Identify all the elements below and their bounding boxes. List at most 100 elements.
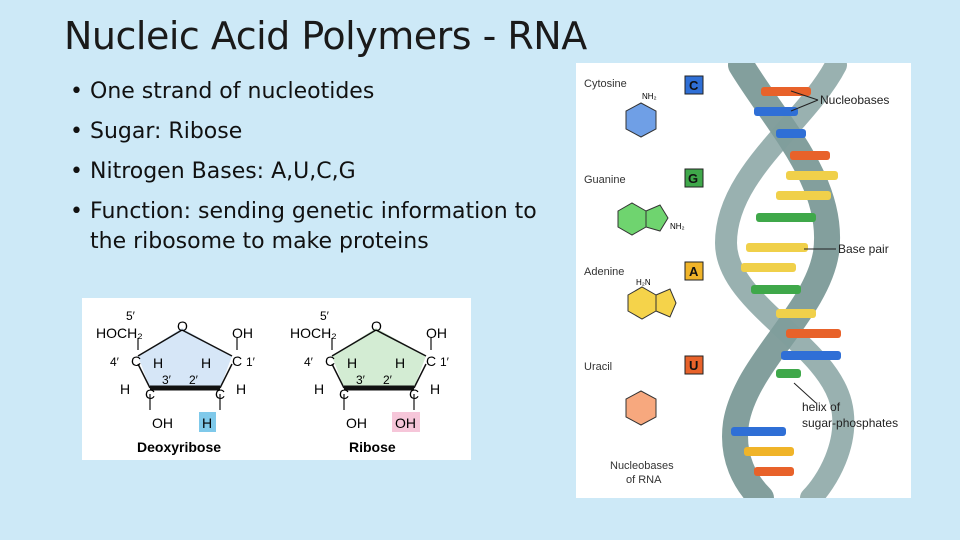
caption-line1: Nucleobases bbox=[610, 460, 674, 472]
ribose-bond bbox=[375, 329, 427, 357]
adenine-ring bbox=[627, 286, 657, 320]
helix-backbone bbox=[714, 54, 855, 509]
guanine-letter: G bbox=[688, 171, 698, 186]
ribose-c1-label: 1′ bbox=[440, 355, 450, 369]
deoxyribose-c2-label: 2′ bbox=[189, 373, 199, 387]
ribose-c2: C bbox=[409, 386, 419, 402]
helix-annotation-line2: sugar-phosphates bbox=[802, 416, 898, 430]
bullet-item: Function: sending genetic information to… bbox=[70, 197, 540, 257]
guanine-molecule: NH₂ bbox=[617, 202, 685, 236]
deoxyribose-bond bbox=[219, 363, 233, 389]
ribose-oh-top: OH bbox=[426, 325, 447, 341]
guanine-nh2: NH₂ bbox=[670, 222, 685, 231]
bullet-item: One strand of nucleotides bbox=[70, 77, 540, 107]
helix-rung bbox=[781, 351, 841, 360]
helix-rung bbox=[776, 191, 831, 200]
helix-rung bbox=[756, 213, 816, 222]
uracil-letter-box bbox=[684, 355, 704, 375]
deoxyribose-c4-label: 4′ bbox=[110, 355, 120, 369]
helix-rung bbox=[786, 171, 838, 180]
helix-base-rungs bbox=[731, 87, 841, 476]
adenine-ring bbox=[655, 288, 677, 318]
deoxyribose-h: H bbox=[236, 381, 246, 397]
adenine-nh2: H₂N bbox=[636, 278, 651, 287]
sugar-structures-svg: 5′ HOCH₂ O OH 4′ C C 1′ H H H H 3′ 2′ C … bbox=[96, 309, 450, 455]
ribose-c3: C bbox=[339, 386, 349, 402]
helix-rung bbox=[776, 129, 806, 138]
deoxyribose-bond bbox=[137, 329, 183, 357]
ribose-h: H bbox=[430, 381, 440, 397]
caption-line2: of RNA bbox=[626, 474, 662, 486]
ribose-highlight-box bbox=[392, 412, 420, 432]
ribose-ch2: HOCH₂ bbox=[290, 325, 337, 341]
uracil-ring bbox=[625, 390, 657, 426]
helix-rung bbox=[751, 285, 801, 294]
ribose-h: H bbox=[395, 355, 405, 371]
deoxyribose-oh-bottom: OH bbox=[152, 415, 173, 431]
deoxyribose-h: H bbox=[201, 355, 211, 371]
deoxyribose-c2: C bbox=[215, 386, 225, 402]
deoxyribose-h: H bbox=[153, 355, 163, 371]
deoxyribose-c3-label: 3′ bbox=[162, 373, 172, 387]
helix-rung bbox=[741, 263, 796, 272]
helix-rung bbox=[754, 467, 794, 476]
deoxyribose-structure: 5′ HOCH₂ O OH 4′ C C 1′ H H H H 3′ 2′ C … bbox=[96, 309, 256, 455]
helix-rung bbox=[731, 427, 786, 436]
uracil-label: Uracil bbox=[584, 361, 612, 373]
guanine-label: Guanine bbox=[584, 174, 626, 186]
cytosine-letter-box bbox=[684, 75, 704, 95]
ribose-structure: 5′ HOCH₂ O OH 4′ C C 1′ H H H H 3′ 2′ C … bbox=[290, 309, 450, 455]
guanine-ring bbox=[645, 204, 669, 232]
ribose-oh-bottom: OH bbox=[346, 415, 367, 431]
helix-rung bbox=[790, 151, 830, 160]
helix-rung bbox=[754, 107, 798, 116]
ribose-bond bbox=[331, 363, 345, 389]
guanine-letter-box bbox=[684, 168, 704, 188]
ribose-name: Ribose bbox=[349, 439, 396, 455]
cytosine-ring bbox=[625, 102, 657, 138]
annotation-pointer bbox=[790, 99, 819, 112]
ribose-c2-label: 2′ bbox=[383, 373, 393, 387]
deoxyribose-c1-label: 1′ bbox=[246, 355, 256, 369]
helix-rung bbox=[776, 309, 816, 318]
bullet-item: Sugar: Ribose bbox=[70, 117, 540, 147]
adenine-label: Adenine bbox=[584, 266, 624, 278]
annotation-pointer bbox=[793, 382, 817, 404]
deoxyribose-highlight: H bbox=[202, 415, 212, 431]
adenine-molecule: H₂N bbox=[627, 278, 677, 320]
helix-annotation-line1: helix of bbox=[802, 400, 841, 414]
ribose-h: H bbox=[314, 381, 324, 397]
sugar-structure-figure: 5′ HOCH₂ O OH 4′ C C 1′ H H H H 3′ 2′ C … bbox=[82, 298, 471, 460]
guanine-ring bbox=[617, 202, 647, 236]
deoxyribose-c4: C bbox=[131, 353, 141, 369]
ribose-c4: C bbox=[325, 353, 335, 369]
cytosine-molecule: NH₂ bbox=[625, 92, 657, 138]
cytosine-label: Cytosine bbox=[584, 78, 627, 90]
deoxyribose-name: Deoxyribose bbox=[137, 439, 221, 455]
deoxyribose-highlight-box bbox=[199, 412, 216, 432]
bullet-item: Nitrogen Bases: A,U,C,G bbox=[70, 157, 540, 187]
cytosine-letter: C bbox=[689, 78, 699, 93]
ribose-ring-o: O bbox=[371, 318, 382, 334]
nucleobases-annotation: Nucleobases bbox=[820, 93, 889, 107]
helix-rung bbox=[746, 243, 808, 252]
deoxyribose-bond bbox=[137, 363, 151, 389]
ribose-bond bbox=[331, 329, 377, 357]
bullet-list: One strand of nucleotides Sugar: Ribose … bbox=[70, 77, 540, 257]
ribose-bond bbox=[413, 363, 427, 389]
annotation-pointer bbox=[790, 90, 819, 101]
base-pair-annotation: Base pair bbox=[838, 242, 889, 256]
deoxyribose-c1: C bbox=[232, 353, 242, 369]
adenine-letter: A bbox=[689, 264, 699, 279]
helix-rung bbox=[786, 329, 841, 338]
helix-rung bbox=[744, 447, 794, 456]
ribose-c4-label: 4′ bbox=[304, 355, 314, 369]
ribose-c3-label: 3′ bbox=[356, 373, 366, 387]
deoxyribose-ring-o: O bbox=[177, 318, 188, 334]
deoxyribose-bond bbox=[181, 329, 233, 357]
deoxyribose-c3: C bbox=[145, 386, 155, 402]
deoxyribose-c5-label: 5′ bbox=[126, 309, 136, 323]
ribose-c1: C bbox=[426, 353, 436, 369]
ribose-c5-label: 5′ bbox=[320, 309, 330, 323]
deoxyribose-ch2: HOCH₂ bbox=[96, 325, 143, 341]
